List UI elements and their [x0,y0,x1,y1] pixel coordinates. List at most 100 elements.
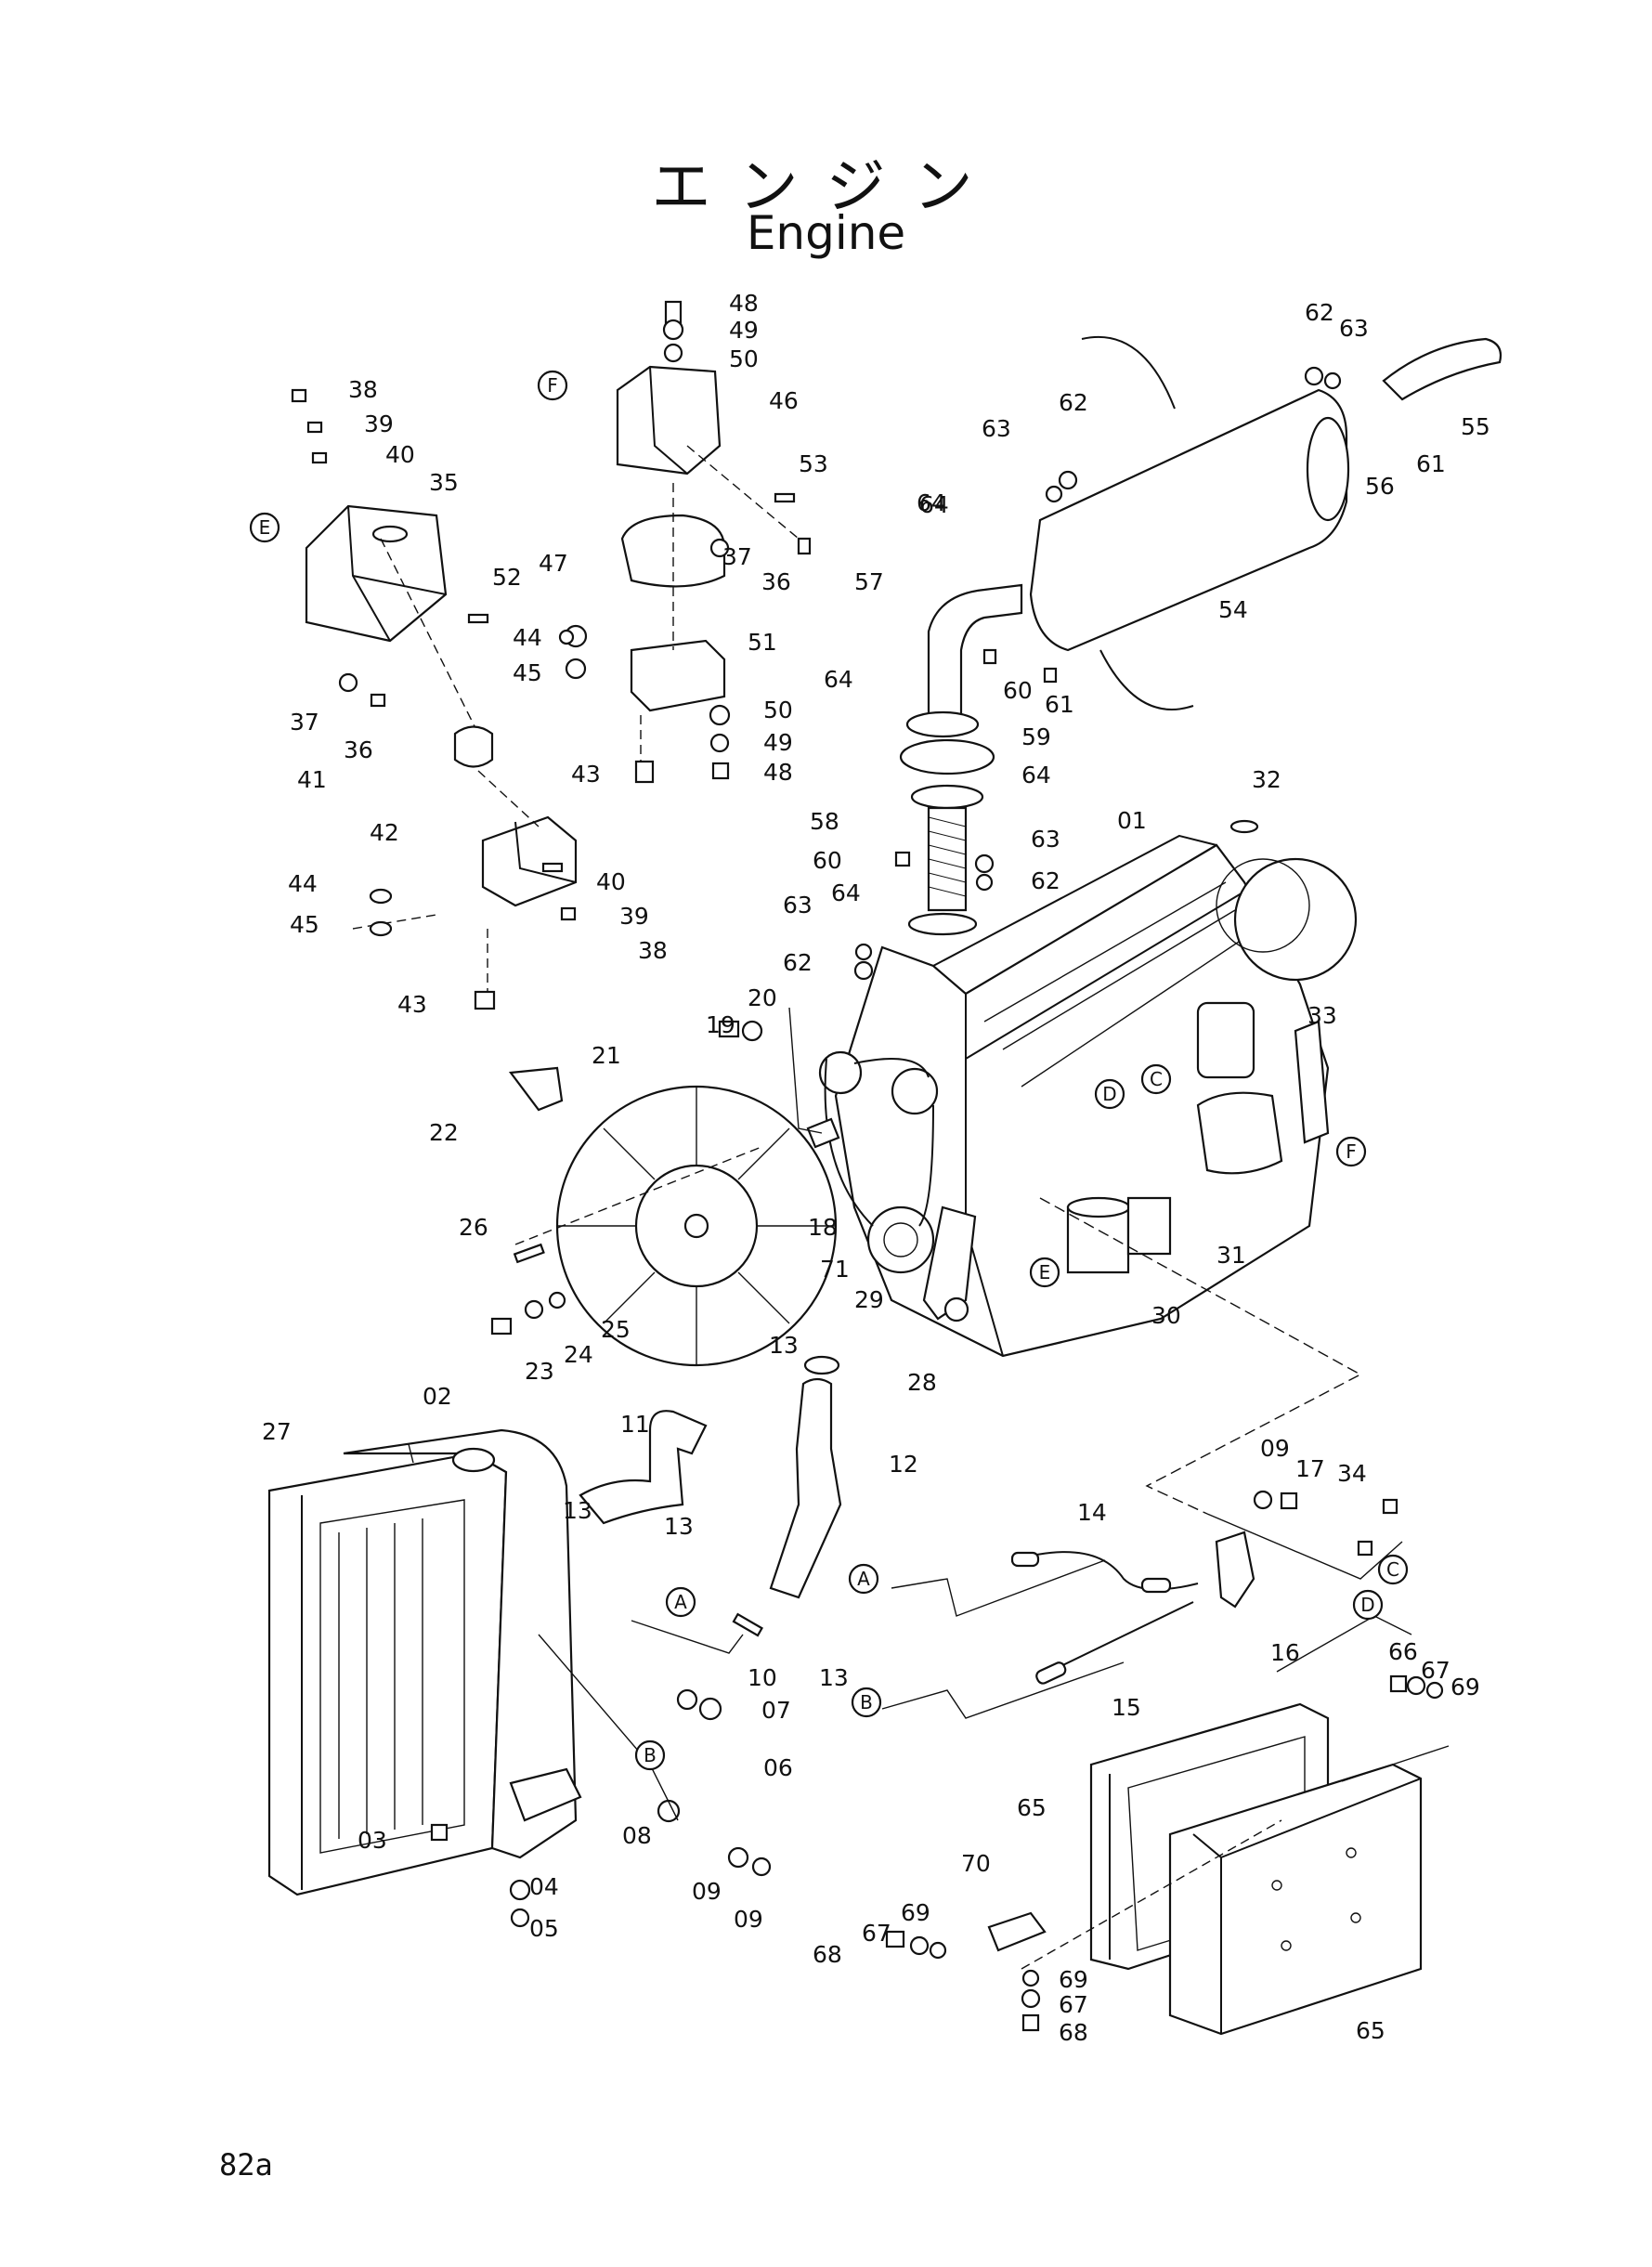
callout-number: 38 [638,937,668,964]
callout-number: 39 [619,903,649,930]
callout-number: 04 [529,1873,559,1900]
callout-number: 69 [901,1899,930,1926]
callout-number: 08 [622,1822,652,1849]
callout-number: 43 [571,761,601,788]
callout-number: 64 [1021,762,1051,788]
callout-number: 71 [820,1256,850,1283]
callout-number: 53 [799,450,828,477]
callout-number: 27 [262,1418,292,1445]
callout-number: 52 [492,564,522,591]
callout-number: 49 [729,317,759,344]
callout-number: 17 [1295,1455,1325,1482]
callout-number: 67 [1059,1991,1088,2018]
callout-number: 13 [664,1513,694,1540]
callout-number: 42 [370,819,399,846]
callout-number: 14 [1077,1499,1107,1526]
callout-number: 65 [1356,2017,1385,2044]
callout-number: 54 [1218,596,1248,623]
callout-number: 49 [763,729,793,756]
callout-number: 62 [1305,299,1334,326]
callout-number: 64 [824,666,853,693]
callout-number: 13 [563,1497,592,1524]
belt-and-pulleys [818,1050,977,1322]
callout-number: 16 [1270,1639,1300,1666]
title-english: Engine [746,206,906,260]
callout-number: 36 [344,736,373,763]
assembly-lines [408,1007,1450,1970]
callout-number: 45 [290,911,319,938]
ref-letter-c: C [1150,1068,1163,1090]
callout-number: 67 [1421,1657,1450,1684]
callout-number: 63 [1339,315,1369,342]
callout-number: 60 [813,847,842,874]
callout-number: 70 [961,1850,991,1877]
callout-number: 11 [620,1411,650,1438]
callout-number: 20 [748,984,777,1011]
callout-number: 34 [1337,1460,1367,1487]
callout-number: 58 [810,808,839,835]
callout-number: 43 [397,991,427,1018]
callout-number: 21 [592,1042,621,1069]
callout-number: 32 [1252,766,1281,793]
callout-number: 59 [1021,723,1051,750]
callout-number: 35 [429,469,459,496]
callout-number: 31 [1216,1242,1246,1269]
callout-number: 46 [769,387,799,414]
engine-mount-bracket-f [616,300,800,784]
callout-number: 12 [889,1451,918,1478]
ref-letter-c: C [1386,1558,1399,1581]
callout-number: 64 [917,489,946,516]
callout-number: 18 [808,1214,838,1241]
battery-covers [987,1702,1423,2036]
callout-number: 62 [783,949,813,976]
callout-number: 36 [761,568,791,595]
ref-letter-d: D [1102,1083,1116,1105]
ref-letter-f: F [547,374,558,397]
callout-number: 62 [1059,389,1088,416]
callout-number: 10 [748,1664,777,1691]
ref-letter-b: B [860,1691,873,1713]
callout-number: 63 [982,415,1011,442]
callout-number: 62 [1031,867,1060,894]
throttle-cables [1010,1531,1255,1685]
callout-number: 61 [1416,450,1446,477]
callout-number: 09 [1260,1435,1290,1462]
callout-number: 66 [1388,1638,1418,1665]
callout-number: 26 [459,1214,488,1241]
ref-letter-e: E [1039,1261,1051,1283]
callout-number: 69 [1450,1674,1480,1700]
callout-number: 50 [763,697,793,723]
callout-number: 09 [734,1906,763,1933]
callout-number: 64 [919,491,949,518]
callout-number: 09 [692,1878,722,1905]
callout-labels: 38 39 40 35 52 37 36 41 42 44 45 40 39 3… [262,290,1490,2046]
callout-number: 13 [819,1664,849,1691]
callout-number: 40 [385,441,415,468]
callout-number: 38 [348,376,378,403]
callout-number: 61 [1045,691,1074,718]
callout-number: 13 [769,1332,799,1359]
callout-number: 69 [1059,1966,1088,1993]
coolant-hoses [579,1355,842,1599]
callout-number: 15 [1112,1694,1141,1721]
cooling-fan [508,1066,840,1367]
callout-number: 51 [748,629,777,656]
callout-number: 24 [564,1341,593,1368]
callout-number: 28 [907,1369,937,1396]
page-number: 82a [219,2147,273,2182]
callout-number: 25 [601,1316,631,1343]
callout-number: 44 [513,624,542,651]
callout-number: 30 [1151,1302,1181,1329]
callout-number: 39 [364,410,394,437]
callout-number: 33 [1307,1002,1337,1029]
callout-number: 01 [1117,807,1147,834]
callout-number: 57 [854,568,884,595]
callout-number: 37 [290,709,319,736]
callout-number: 67 [862,1920,891,1947]
callout-number: 60 [1003,677,1033,704]
callout-number: 56 [1365,473,1395,500]
fasteners [291,319,1444,2032]
callout-number: 50 [729,345,759,372]
callout-number: 23 [525,1358,554,1385]
